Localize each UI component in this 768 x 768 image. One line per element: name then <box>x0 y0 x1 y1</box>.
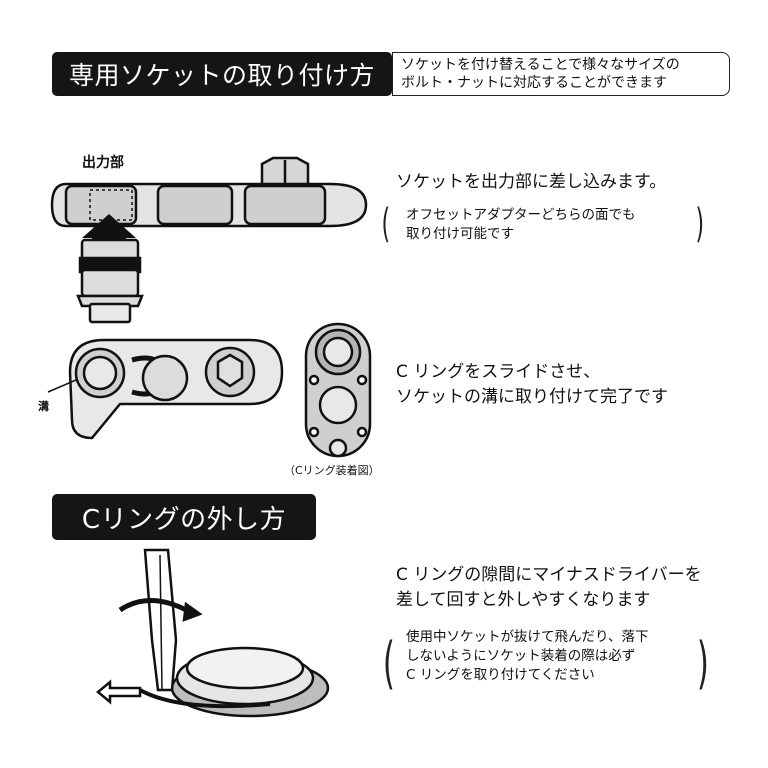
step1-note-line-2: 取り付け可能です <box>406 226 514 242</box>
step2-text: C リングをスライドさせ、 ソケットの溝に取り付けて完了です <box>396 360 668 410</box>
section-title-remove: Cリングの外し方 <box>52 494 316 540</box>
bar-with-c-ring-illustration <box>47 338 284 440</box>
paren-close-1: ) <box>695 201 705 247</box>
screwdriver-illustration <box>96 548 330 718</box>
step1-note: オフセットアダプターどちらの面でも 取り付け可能です <box>406 206 636 244</box>
groove-label: 溝 <box>38 400 49 413</box>
remove-text: C リングの隙間にマイナスドライバーを 差して回すと外しやすくなります <box>396 563 702 613</box>
paren-open-1: ( <box>381 201 391 247</box>
step2-text-line-2: ソケットの溝に取り付けて完了です <box>396 387 668 407</box>
paren-close-2: ) <box>696 631 709 696</box>
c-ring-installed-caption: （Cリング装着図） <box>284 464 380 477</box>
adapter-bar-illustration <box>50 156 368 228</box>
remove-text-line-2: 差して回すと外しやすくなります <box>396 590 651 610</box>
subtitle-line-2: ボルト・ナットに対応することができます <box>401 75 667 91</box>
section-subtitle-install: ソケットを付け替えることで様々なサイズの ボルト・ナットに対応することができます <box>392 52 730 96</box>
paren-open-2: ( <box>382 631 395 696</box>
section-title-install: 専用ソケットの取り付け方 <box>52 52 392 96</box>
step1-text: ソケットを出力部に差し込みます。 <box>396 172 667 192</box>
remove-note-line-1: 使用中ソケットが抜けて飛んだり、落下 <box>406 629 649 645</box>
output-part-label: 出力部 <box>82 155 124 171</box>
step2-text-line-1: C リングをスライドさせ、 <box>396 362 601 382</box>
remove-note-line-3: C リングを取り付けてください <box>406 667 595 683</box>
remove-text-line-1: C リングの隙間にマイナスドライバーを <box>396 565 702 585</box>
remove-note: 使用中ソケットが抜けて飛んだり、落下 しないようにソケット装着の際は必ず C リ… <box>406 628 648 685</box>
subtitle-line-1: ソケットを付け替えることで様々なサイズの <box>401 57 680 73</box>
socket-illustration <box>76 238 144 324</box>
step1-note-line-1: オフセットアダプターどちらの面でも <box>406 207 636 223</box>
remove-note-line-2: しないようにソケット装着の際は必ず <box>406 648 636 664</box>
installed-view-illustration <box>304 322 372 458</box>
